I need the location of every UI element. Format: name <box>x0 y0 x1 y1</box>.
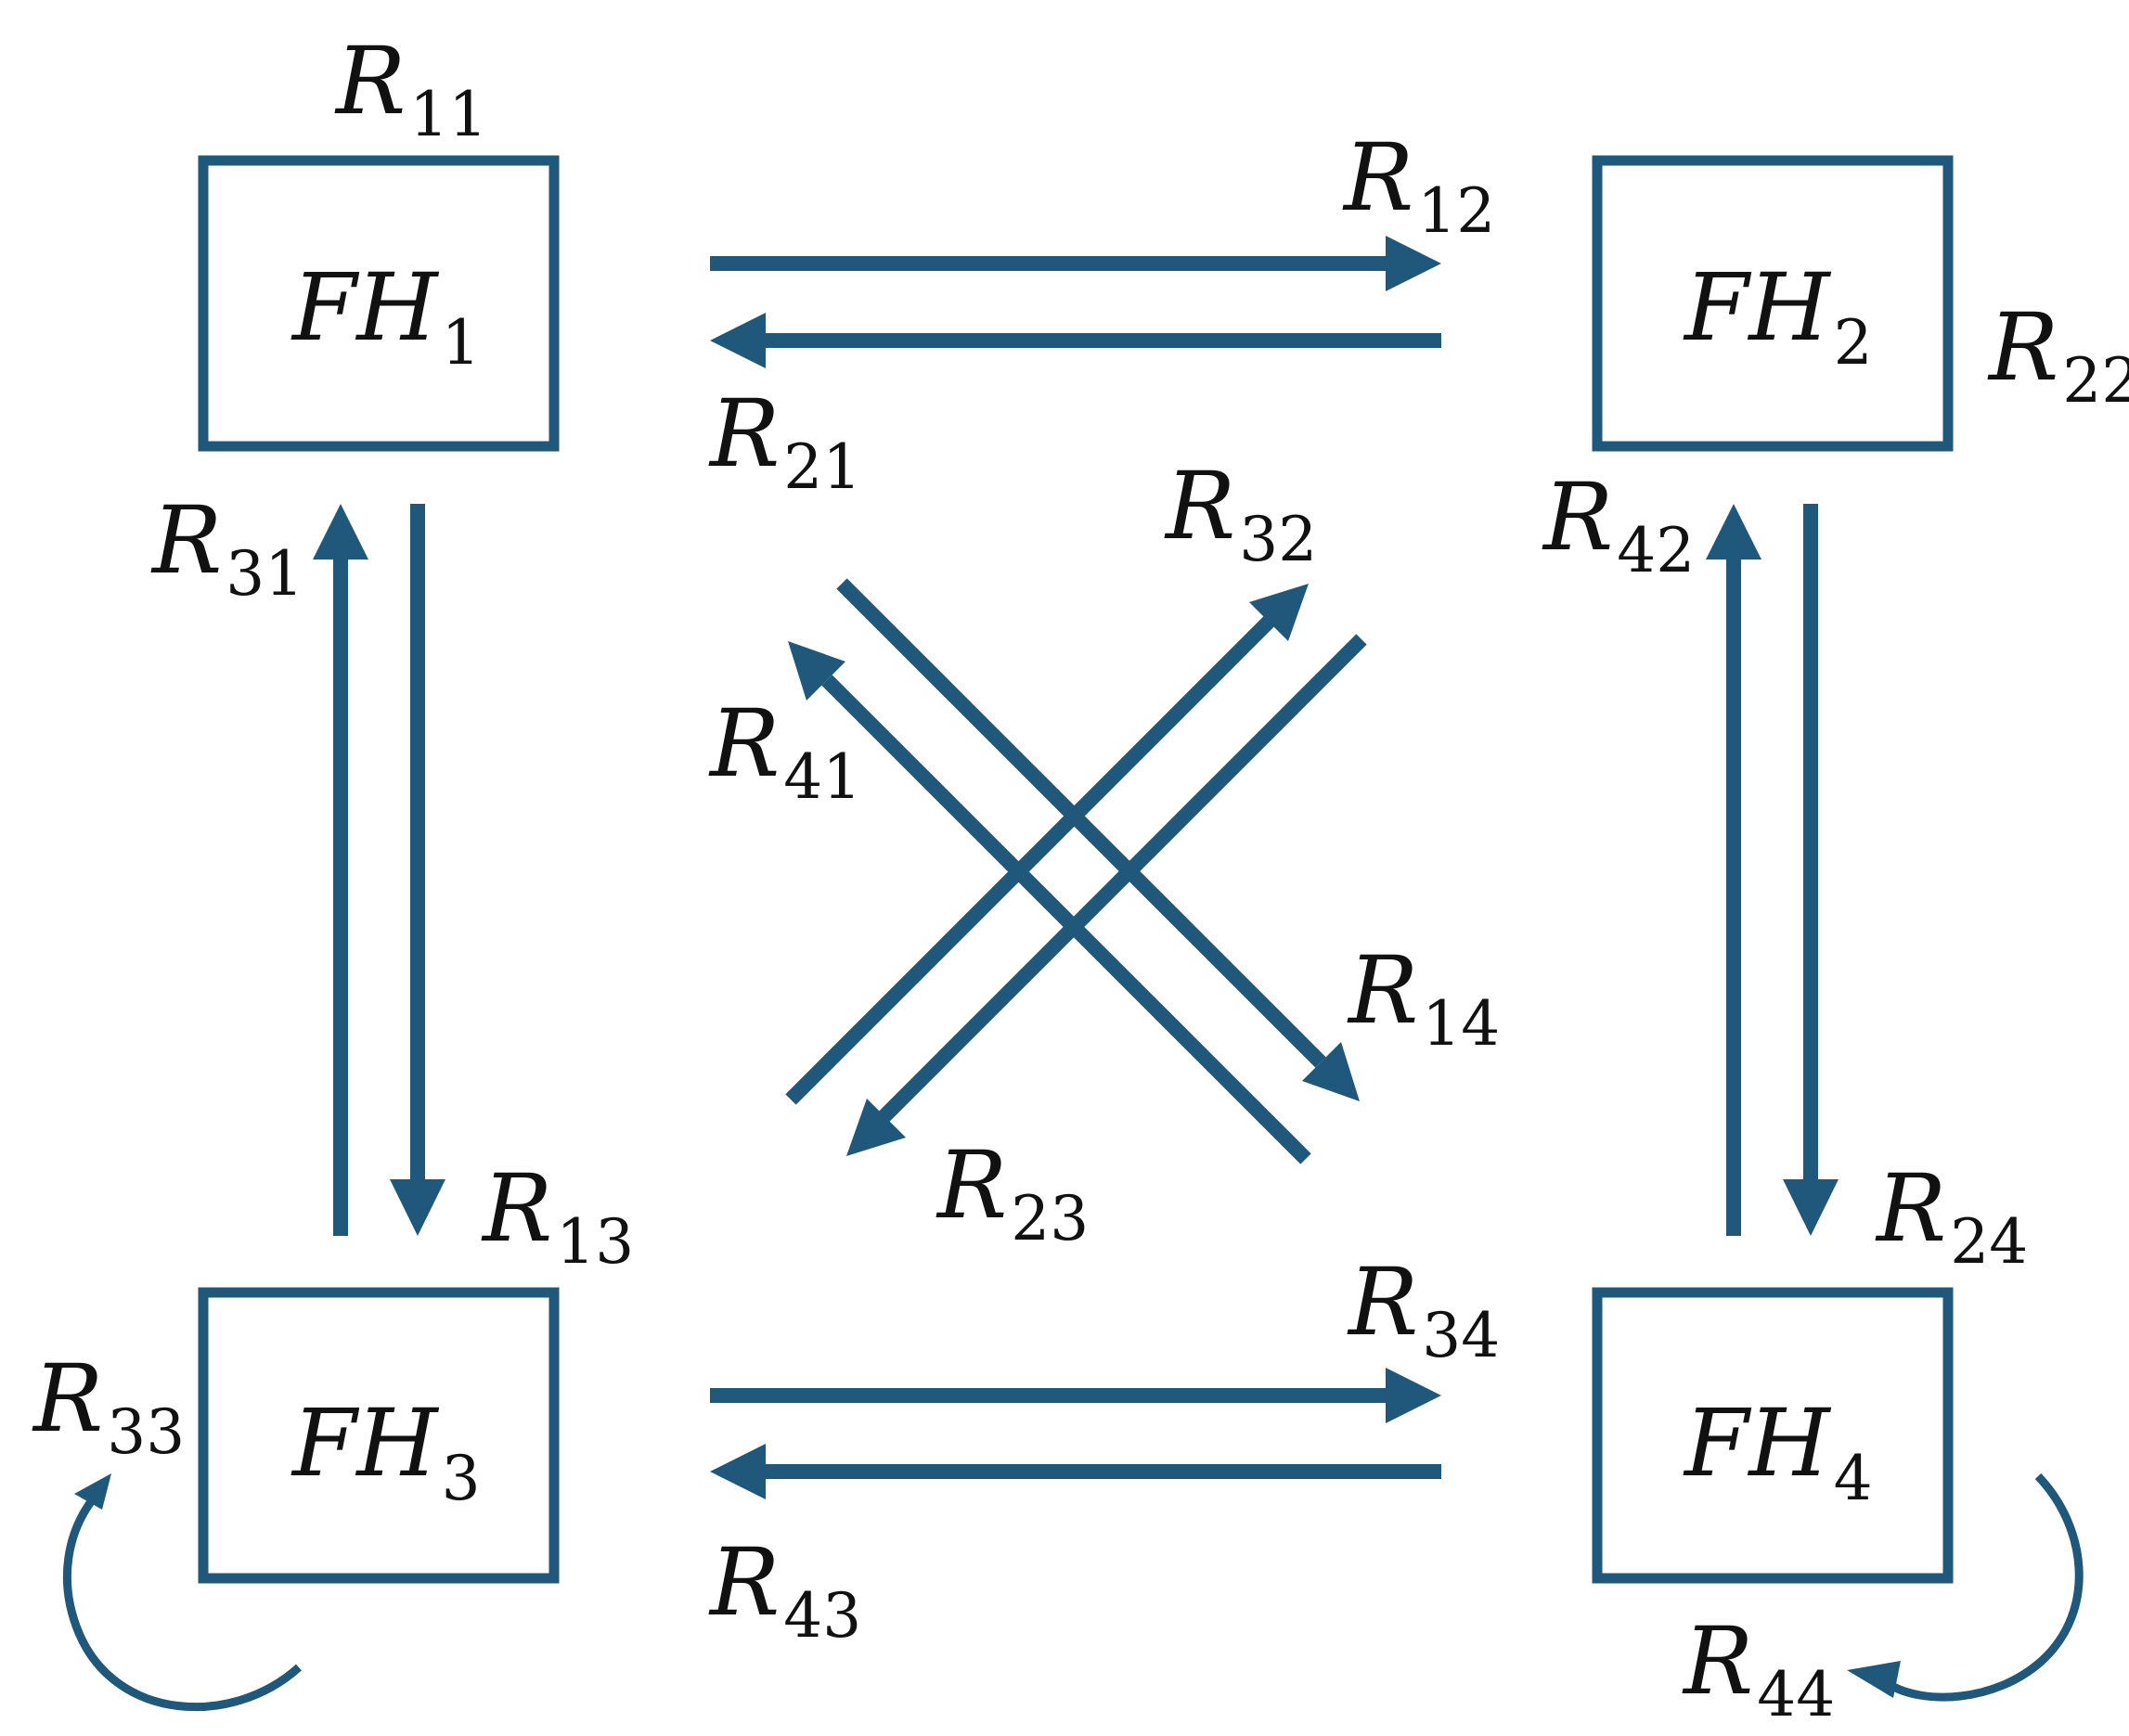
svg-text:R44: R44 <box>1682 1607 1835 1730</box>
arrow-r24-head <box>1783 1179 1839 1236</box>
rate-r14-sub: 14 <box>1422 988 1500 1060</box>
rate-r33-sub: 33 <box>107 1396 185 1468</box>
svg-text:R41: R41 <box>708 689 861 813</box>
arrow-r23 <box>877 634 1367 1124</box>
rate-r41-main: R <box>708 689 780 798</box>
box-fh3-sub: 3 <box>442 1443 481 1514</box>
rate-r22-main: R <box>1987 293 2058 402</box>
rate-r24-main: R <box>1875 1154 1946 1263</box>
box-fh3: FH3 <box>198 1287 560 1584</box>
arrow-r14 <box>836 578 1326 1068</box>
rate-r42-main: R <box>1542 463 1613 572</box>
svg-text:R22: R22 <box>1987 293 2129 417</box>
rate-r23-sub: 23 <box>1011 1183 1089 1254</box>
arrow-r41-head <box>788 641 845 701</box>
arrow-r42-head <box>1706 504 1761 559</box>
arrow-r34-head <box>1386 1368 1441 1423</box>
arrow-r21-head <box>710 313 766 368</box>
arrow-r41 <box>821 675 1311 1164</box>
rate-r43-main: R <box>708 1528 780 1637</box>
svg-text:FH3: FH3 <box>290 1389 481 1514</box>
arrow-r12-head <box>1386 236 1441 291</box>
rate-r24-sub: 24 <box>1950 1206 2028 1278</box>
box-fh2-main: FH <box>1683 253 1831 362</box>
box-fh2: FH2 <box>1592 155 1954 452</box>
svg-text:R21: R21 <box>708 379 861 503</box>
svg-text:R31: R31 <box>150 486 303 610</box>
rate-r11-main: R <box>334 27 406 135</box>
box-fh4-sub: 4 <box>1834 1443 1873 1514</box>
arrow-r32 <box>785 615 1275 1105</box>
rate-r44-sub: 44 <box>1757 1659 1835 1730</box>
arrow-r14-head <box>1302 1042 1360 1101</box>
rate-r22-sub: 22 <box>2062 345 2129 417</box>
svg-text:R14: R14 <box>1347 936 1500 1060</box>
svg-text:FH1: FH1 <box>290 253 481 379</box>
rate-r12-main: R <box>1342 123 1413 232</box>
box-fh4-main: FH <box>1683 1389 1831 1498</box>
box-fh1-sub: 1 <box>442 307 481 379</box>
svg-text:R43: R43 <box>708 1528 861 1652</box>
rate-r31-sub: 31 <box>226 538 303 610</box>
svg-text:R12: R12 <box>1342 123 1495 247</box>
rate-r12-sub: 12 <box>1417 175 1495 247</box>
rate-r34-sub: 34 <box>1422 1300 1500 1371</box>
rate-r34-main: R <box>1347 1248 1418 1357</box>
rate-r32-sub: 32 <box>1239 504 1317 575</box>
box-fh2-sub: 2 <box>1834 307 1873 379</box>
rate-r21-sub: 21 <box>783 431 861 503</box>
rate-r31-main: R <box>150 486 222 595</box>
arrow-r33-head <box>74 1473 111 1510</box>
rate-r33-main: R <box>32 1344 103 1453</box>
svg-text:FH4: FH4 <box>1683 1389 1873 1514</box>
svg-text:FH2: FH2 <box>1683 253 1873 379</box>
rate-r44-main: R <box>1682 1607 1753 1716</box>
rate-r14-main: R <box>1347 936 1418 1045</box>
arrow-r44-head <box>1847 1661 1901 1698</box>
arrow-r43-head <box>710 1444 766 1499</box>
svg-text:R32: R32 <box>1164 452 1317 575</box>
svg-text:R42: R42 <box>1542 463 1695 586</box>
box-fh4: FH4 <box>1592 1287 1954 1584</box>
arrow-r44 <box>1886 1472 2084 1702</box>
svg-text:R13: R13 <box>481 1154 634 1278</box>
rate-r32-main: R <box>1164 452 1235 560</box>
box-fh3-main: FH <box>290 1389 439 1498</box>
arrow-r32-head <box>1249 584 1309 641</box>
rate-r42-sub: 42 <box>1617 515 1695 586</box>
arrow-r33 <box>62 1493 303 1712</box>
rate-r11-sub: 11 <box>409 79 487 150</box>
rate-r13-main: R <box>481 1154 552 1263</box>
rate-r21-main: R <box>708 379 780 488</box>
svg-text:R33: R33 <box>32 1344 185 1468</box>
rate-r41-sub: 41 <box>783 741 861 813</box>
svg-text:R24: R24 <box>1875 1154 2028 1278</box>
rate-r23-main: R <box>935 1131 1007 1240</box>
box-fh1-main: FH <box>290 253 439 362</box>
svg-text:R34: R34 <box>1347 1248 1500 1371</box>
arrow-r31-head <box>313 504 368 559</box>
svg-text:R11: R11 <box>334 27 487 150</box>
rate-r13-sub: 13 <box>556 1206 634 1278</box>
rate-r43-sub: 43 <box>783 1580 861 1652</box>
svg-text:R23: R23 <box>935 1131 1089 1254</box>
arrow-r13-head <box>390 1179 445 1236</box>
box-fh1: FH1 <box>198 155 560 452</box>
arrow-r23-head <box>846 1099 906 1156</box>
